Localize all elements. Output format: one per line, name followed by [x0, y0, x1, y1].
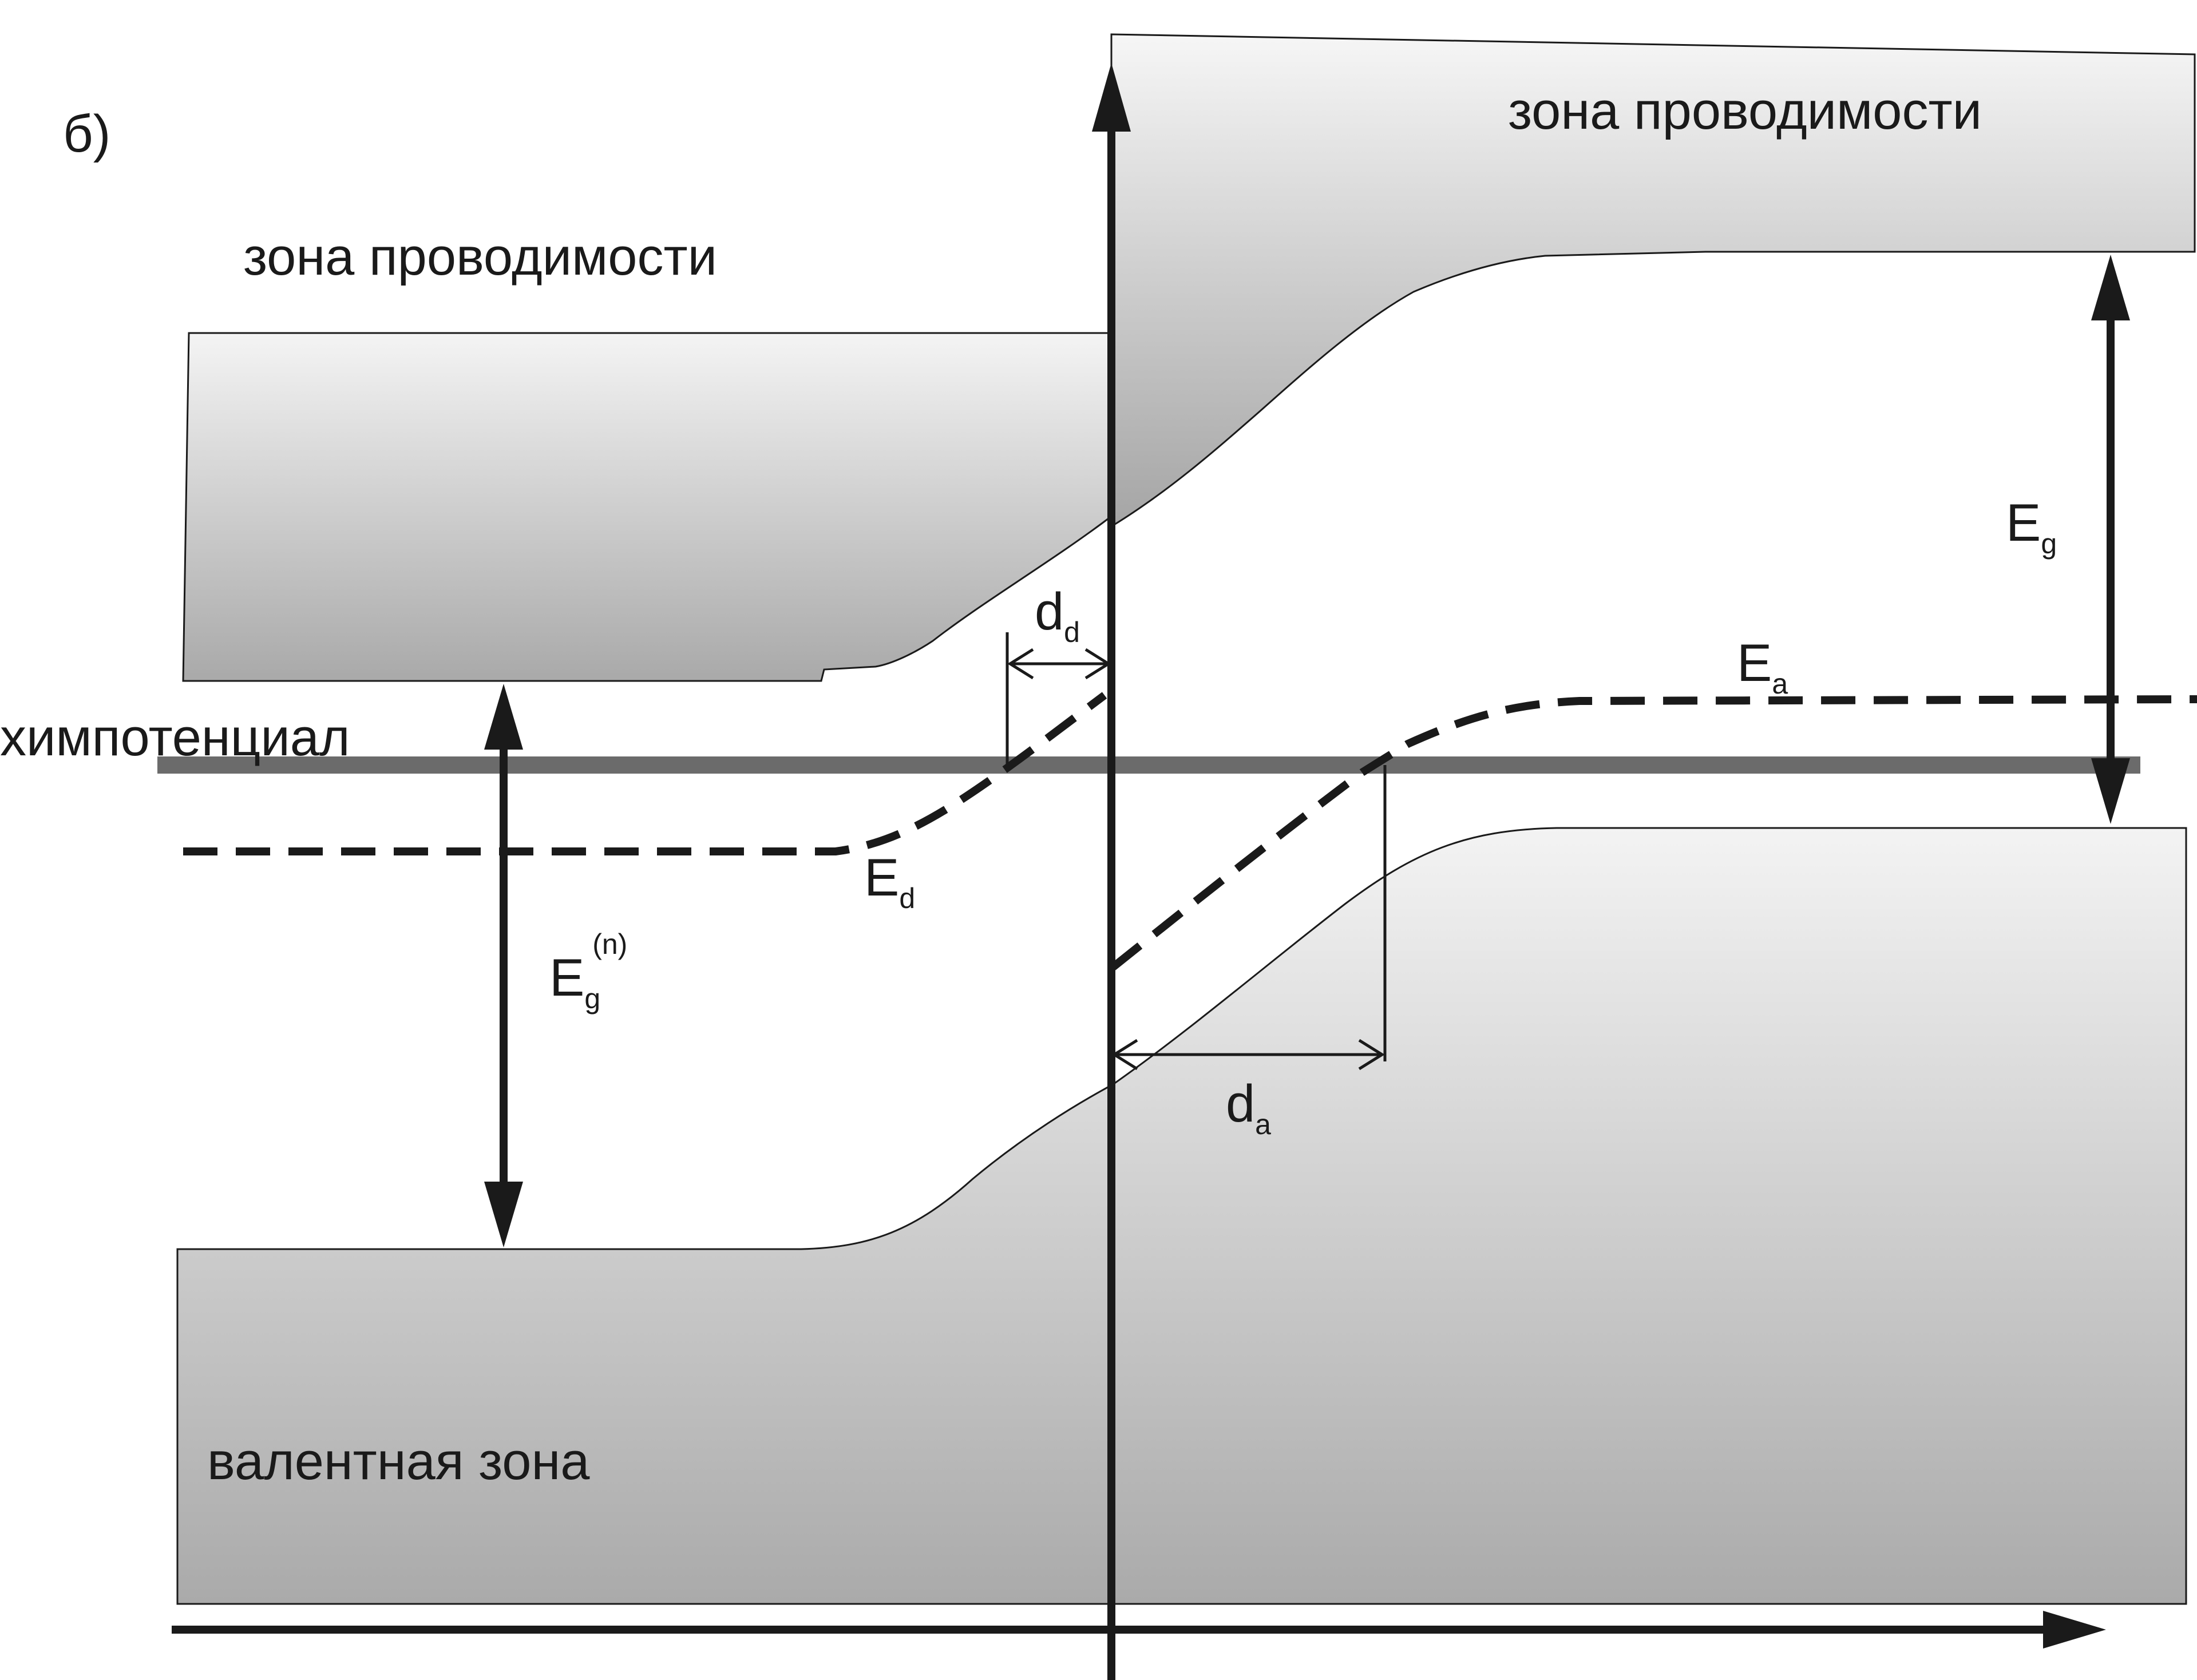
dd-sub: d — [1064, 616, 1080, 648]
dd-arrowhead-left — [1007, 648, 1034, 680]
conduction-band-right — [1110, 33, 2196, 528]
da-arrowhead-left — [1111, 1039, 1138, 1071]
valence-band-label: валентная зона — [207, 1432, 590, 1491]
gap-left-sup: (n) — [592, 928, 627, 960]
gap-left-main: E — [549, 949, 584, 1007]
gap-right-label: Eg — [2006, 494, 2057, 560]
gap-right-main: E — [2006, 494, 2041, 552]
da-arrowhead-right — [1358, 1039, 1385, 1071]
dd-main: d — [1035, 583, 1064, 641]
donor-level-main: E — [864, 849, 899, 907]
panel-label: б) — [63, 105, 110, 163]
gap-arrow-left-head-top — [484, 684, 523, 750]
acceptor-level-sub: a — [1772, 668, 1788, 700]
donor-level-label: Ed — [864, 849, 915, 914]
da-main: d — [1226, 1075, 1255, 1133]
conduction-band-right-label: зона проводимости — [1508, 82, 1982, 140]
coordinate-axis-arrowhead — [2043, 1611, 2106, 1649]
conduction-band-left — [182, 332, 1114, 682]
chemical-potential-label: химпотенциал — [0, 708, 350, 767]
gap-arrow-right-head-bottom — [2091, 758, 2130, 824]
da-label: da — [1226, 1075, 1271, 1140]
donor-level-sub: d — [899, 882, 915, 914]
gap-arrow-right-head-top — [2091, 255, 2130, 320]
dd-label: dd — [1035, 583, 1080, 648]
donor-level-dashed — [183, 692, 1107, 855]
gap-right-sub: g — [2041, 528, 2057, 560]
energy-axis-arrowhead — [1092, 63, 1131, 132]
gap-left-label: Eg (n) — [549, 928, 627, 1015]
acceptor-level-label: Ea — [1737, 634, 1788, 700]
gap-left-sub: g — [584, 982, 600, 1015]
dd-arrowhead-right — [1084, 648, 1111, 680]
acceptor-level-dashed — [1110, 695, 2197, 970]
da-sub: a — [1255, 1108, 1271, 1140]
acceptor-level-main: E — [1737, 634, 1772, 692]
gap-arrow-left-head-bottom — [484, 1182, 523, 1247]
conduction-band-left-label: зона проводимости — [243, 228, 717, 286]
